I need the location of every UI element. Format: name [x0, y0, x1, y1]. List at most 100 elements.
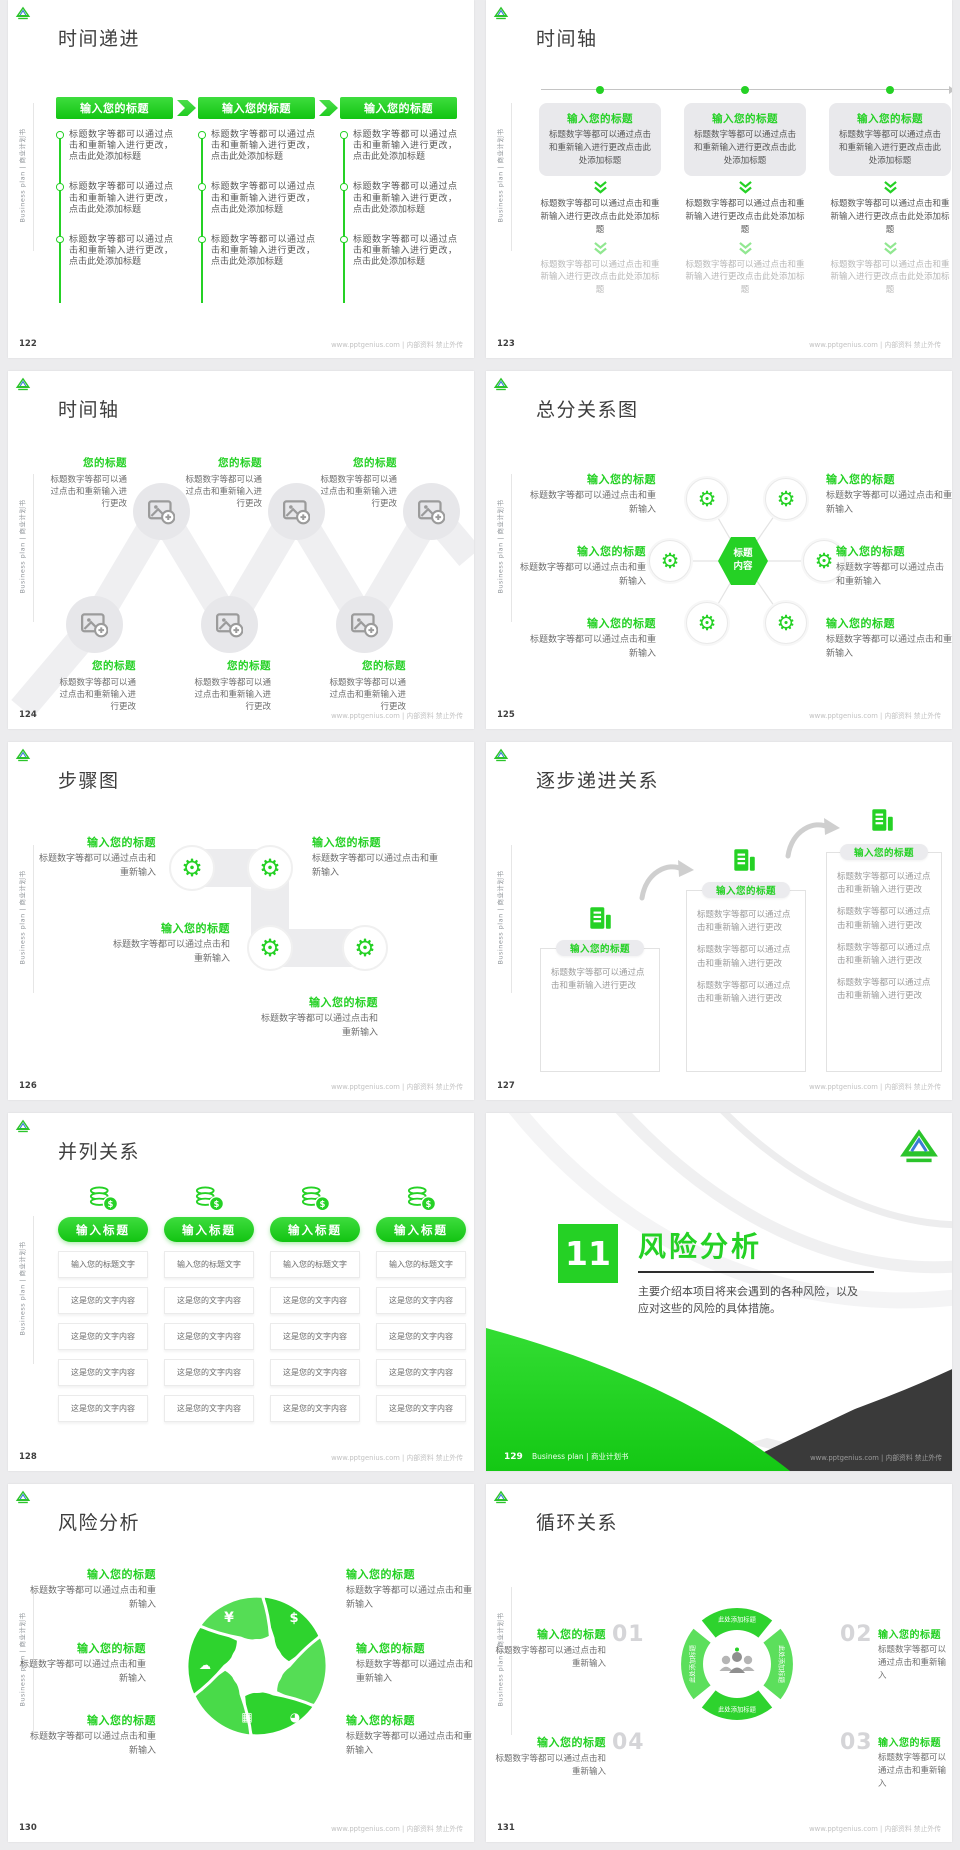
slide-126[interactable]: Business plan | 商业计划书 步骤图 ⚙ ⚙ ⚙ ⚙ 输入您的标题…: [8, 742, 474, 1100]
arc-label: 此处添加标题: [689, 1645, 697, 1683]
tier-text-muted: 标题数字等都可以通过点击和重新输入进行更改点击此处添加标题: [830, 259, 950, 296]
risk-block: 输入您的标题标题数字等都可以通过点击和重新输入: [24, 1566, 156, 1612]
progress-item: 标题数字等都可以通过点击和重新输入进行更改，点击此处添加标题: [340, 235, 457, 268]
column-pill-title: 输入标题: [376, 1217, 466, 1242]
page-number: 123: [497, 339, 515, 349]
title-underline: [638, 1271, 874, 1273]
sidebar-divider: [511, 474, 512, 622]
column-header: 输入您的标题: [56, 97, 173, 119]
brand-logo-icon: [15, 1489, 31, 1505]
block-title: 输入您的标题: [312, 836, 381, 849]
relation-block: 输入您的标题标题数字等都可以通过点击和重新输入: [514, 543, 646, 589]
cycle-number-4: 04: [612, 1730, 645, 1755]
coins-icon: $: [299, 1185, 331, 1213]
parallel-column-3: $ 输入标题 输入您的标题文字 这是您的文字内容 这是您的文字内容 这是您的文字…: [270, 1185, 360, 1422]
block-title: 输入您的标题: [309, 996, 378, 1009]
slide-129-section-cover[interactable]: 11 风险分析 主要介绍本项目将来会遇到的各种风险，以及 应对这些的风险的具体措…: [486, 1113, 952, 1471]
hexagon-line2: 内容: [733, 561, 753, 572]
brand-logo-icon: [493, 376, 509, 392]
cell-title: 输入您的标题文字: [58, 1251, 148, 1278]
block-body: 标题数字等都可以通过点击和重新输入: [878, 1753, 947, 1789]
block-body: 标题数字等都可以通过点击和重新输入: [29, 1586, 156, 1610]
relation-block: 输入您的标题标题数字等都可以通过点击和重新输入: [524, 615, 656, 661]
footer-site-text: www.pptgenius.com | 内部资料 禁止外传: [331, 712, 463, 720]
tier-text: 标题数字等都可以通过点击和重新输入进行更改点击此处添加标题: [830, 199, 950, 235]
slide-125[interactable]: Business plan | 商业计划书 总分关系图 ⚙ ⚙ ⚙ ⚙ ⚙ ⚙ …: [486, 371, 952, 729]
gear-node: ⚙: [803, 540, 845, 582]
progress-item: 标题数字等都可以通过点击和重新输入进行更改，点击此处添加标题: [56, 182, 173, 215]
building-chart-icon: [868, 806, 896, 834]
slide-123[interactable]: Business plan | 商业计划书 时间轴 输入您的标题标题数字等都可以…: [486, 0, 952, 358]
people-group-icon: [719, 1647, 755, 1673]
block-title: 输入您的标题: [346, 1568, 415, 1581]
relation-block: 输入您的标题标题数字等都可以通过点击和重新输入: [826, 615, 952, 661]
cell-body: 这是您的文字内容: [270, 1323, 360, 1350]
arrow-right-icon: [177, 100, 196, 116]
cell-body: 这是您的文字内容: [58, 1287, 148, 1314]
sidebar-divider: [33, 1587, 34, 1735]
footer-site-text: www.pptgenius.com | 内部资料 禁止外传: [331, 341, 463, 349]
label-body: 标题数字等都可以通过点击和重新输入进行更改: [185, 475, 262, 510]
slide-title: 循环关系: [536, 1512, 619, 1534]
footer-site-text: www.pptgenius.com | 内部资料 禁止外传: [809, 712, 941, 720]
slide-128[interactable]: Business plan | 商业计划书 并列关系 $ 输入标题 输入您的标题…: [8, 1113, 474, 1471]
gear-icon: ⚙: [354, 934, 376, 962]
footer-site-text: www.pptgenius.com | 内部资料 禁止外传: [810, 1454, 942, 1462]
timeline-label: 您的标题标题数字等都可以通过点击和重新输入进行更改: [322, 658, 406, 713]
image-placeholder: [133, 483, 190, 540]
coins-icon: $: [405, 1185, 437, 1213]
double-chevron-down-icon: [593, 181, 608, 194]
gear-node: ⚙: [686, 478, 728, 520]
svg-text:$: $: [320, 1199, 326, 1209]
sidebar-divider: [511, 1587, 512, 1735]
block-title: 输入您的标题: [878, 1738, 941, 1749]
hexagon-line1: 标题: [733, 548, 753, 560]
slide-127[interactable]: Business plan | 商业计划书 逐步递进关系 标题数字等都可以通过点…: [486, 742, 952, 1100]
step-paragraph: 标题数字等都可以通过点击和重新输入进行更改: [837, 872, 931, 896]
brand-logo-icon: [898, 1126, 940, 1166]
timeline-label: 您的标题标题数字等都可以通过点击和重新输入进行更改: [178, 455, 262, 510]
risk-block: 输入您的标题标题数字等都可以通过点击和重新输入: [356, 1640, 474, 1686]
slide-122[interactable]: Business plan | 商业计划书 时间递进 输入您的标题 标题数字等都…: [8, 0, 474, 358]
timeline-label: 您的标题标题数字等都可以通过点击和重新输入进行更改: [52, 658, 136, 713]
gear-node: ⚙: [765, 602, 807, 644]
svg-text:◕: ◕: [290, 1710, 301, 1724]
step-paragraph: 标题数字等都可以通过点击和重新输入进行更改: [697, 945, 791, 969]
arc-label: 此处添加标题: [718, 1616, 756, 1624]
label-title: 您的标题: [83, 457, 127, 469]
cycle-diagram: 此处添加标题 此处添加标题 此处添加标题 此处添加标题: [679, 1606, 795, 1722]
column-header: 输入您的标题: [340, 97, 457, 119]
page-number: 122: [19, 339, 37, 349]
progress-item: 标题数字等都可以通过点击和重新输入进行更改，点击此处添加标题: [56, 235, 173, 268]
footer-site-text: www.pptgenius.com | 内部资料 禁止外传: [331, 1454, 463, 1462]
cycle-arcs: [681, 1608, 793, 1720]
parallel-column-4: $ 输入标题 输入您的标题文字 这是您的文字内容 这是您的文字内容 这是您的文字…: [376, 1185, 466, 1422]
column-items: 标题数字等都可以通过点击和重新输入进行更改，点击此处添加标题 标题数字等都可以通…: [56, 130, 173, 304]
progress-column-2: 输入您的标题 标题数字等都可以通过点击和重新输入进行更改，点击此处添加标题 标题…: [198, 97, 315, 304]
card-title: 输入您的标题: [712, 113, 778, 125]
block-title: 输入您的标题: [356, 1642, 425, 1655]
slide-title: 时间轴: [536, 28, 598, 50]
label-body: 标题数字等都可以通过点击和重新输入进行更改: [59, 678, 136, 713]
timeline-column-1: 输入您的标题标题数字等都可以通过点击和重新输入进行更改点击此处添加标题 标题数字…: [539, 103, 661, 297]
svg-text:▦: ▦: [241, 1710, 252, 1724]
coins-icon: $: [87, 1185, 119, 1213]
card-title: 输入您的标题: [567, 113, 633, 125]
risk-block: 输入您的标题标题数字等都可以通过点击和重新输入: [14, 1640, 146, 1686]
footer-site-text: www.pptgenius.com | 内部资料 禁止外传: [331, 1825, 463, 1833]
sidebar-brand-text: Business plan | 商业计划书: [18, 1241, 27, 1336]
step-block: 输入您的标题标题数字等都可以通过点击和重新输入: [34, 834, 156, 880]
page-number: 124: [19, 710, 37, 720]
slide-124[interactable]: Business plan | 商业计划书 时间轴 您的标题标题数字等都可以通过…: [8, 371, 474, 729]
gear-node: ⚙: [649, 540, 691, 582]
arc-label: 此处添加标题: [718, 1706, 756, 1714]
slide-131[interactable]: Business plan | 商业计划书 循环关系 此处添加标题 此处添加标题…: [486, 1484, 952, 1842]
sidebar-divider: [33, 474, 34, 622]
double-chevron-down-icon: [738, 181, 753, 194]
block-title: 输入您的标题: [77, 1642, 146, 1655]
slide-130[interactable]: Business plan | 商业计划书 风险分析 ¥ $ ☁ ▦ ◕ 输入您…: [8, 1484, 474, 1842]
relation-block: 输入您的标题标题数字等都可以通过点击和重新输入: [524, 471, 656, 517]
page-number: 128: [19, 1452, 37, 1462]
step-block: 输入您的标题标题数字等都可以通过点击和重新输入: [108, 920, 230, 966]
block-title: 输入您的标题: [826, 473, 895, 486]
